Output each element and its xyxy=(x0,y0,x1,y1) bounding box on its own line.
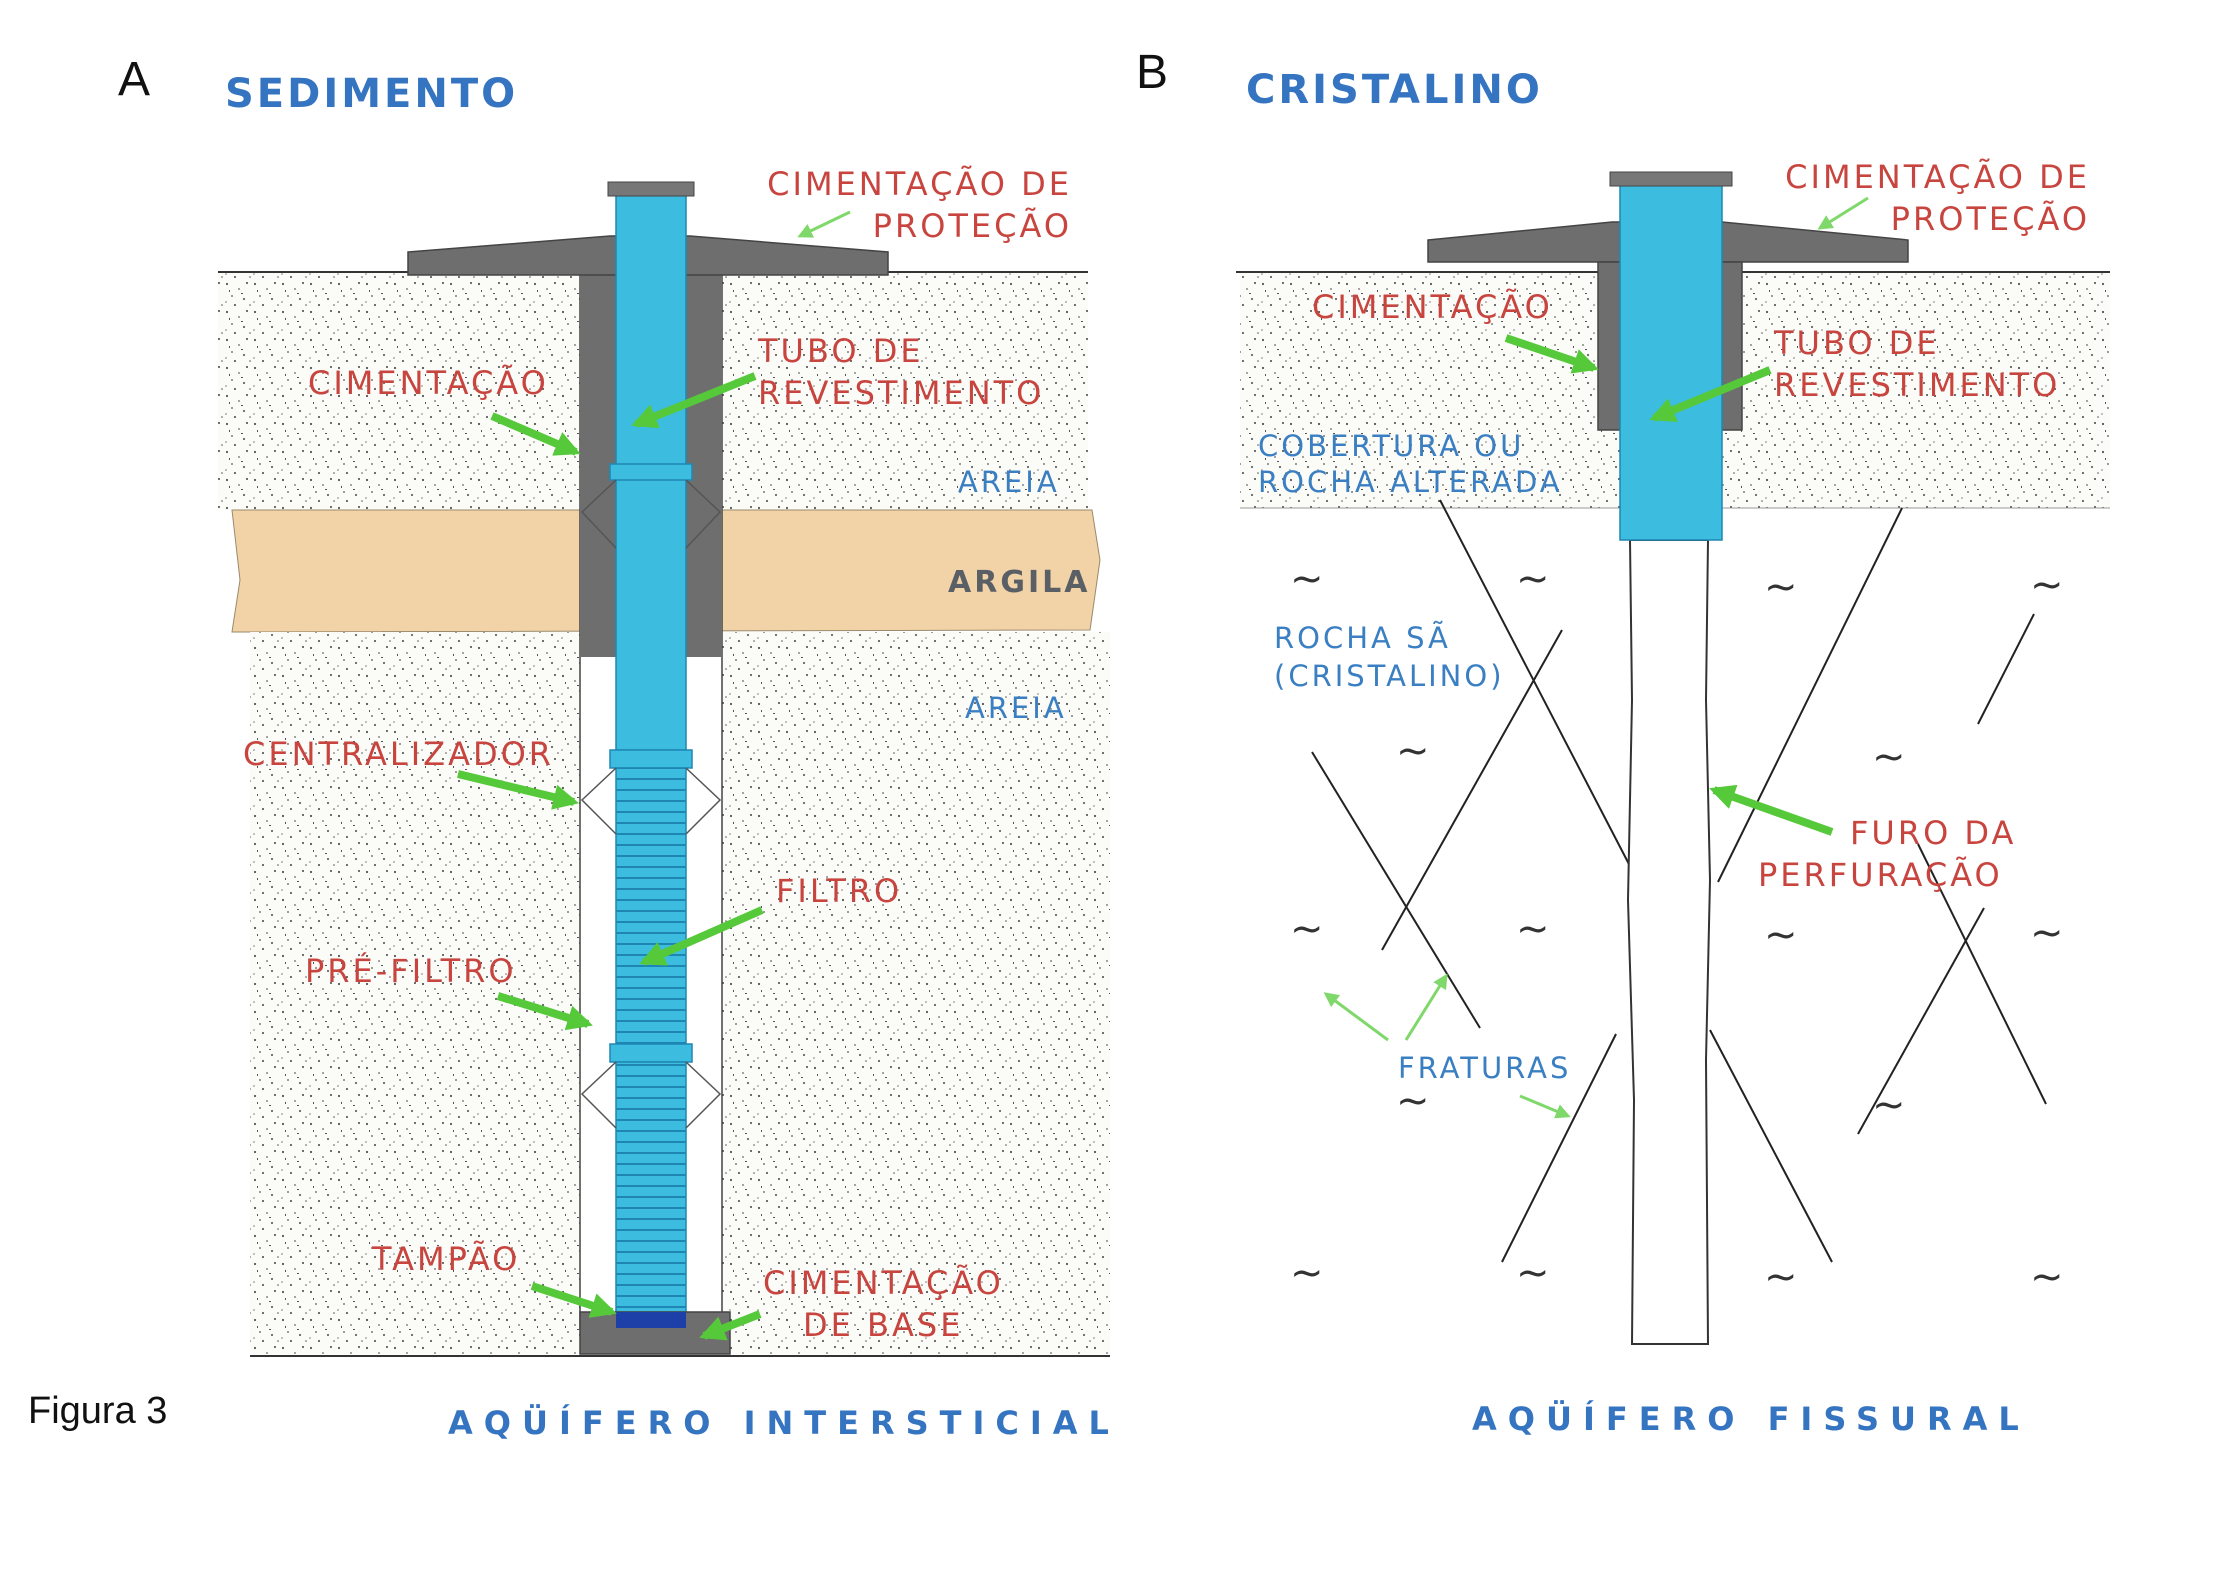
svg-text:~: ~ xyxy=(1764,1254,1798,1300)
figure-label: Figura 3 xyxy=(28,1390,167,1432)
label-tubo-revestimento-line2: REVESTIMENTO xyxy=(758,374,1044,412)
label-cobertura-line1: COBERTURA OU xyxy=(1258,429,1524,463)
panel-a-letter: A xyxy=(118,53,150,106)
svg-text:~: ~ xyxy=(1516,906,1550,952)
arrow-tampao xyxy=(530,1282,617,1318)
label-cimentacao-protecao-line1: CIMENTAÇÃO DE xyxy=(767,165,1072,203)
svg-text:~: ~ xyxy=(1396,1078,1430,1124)
label-pre-filtro: PRÉ-FILTRO xyxy=(305,952,517,990)
label-tubo-revestimento-line1: TUBO DE xyxy=(757,332,924,370)
casing-coupling xyxy=(609,749,693,769)
svg-text:~: ~ xyxy=(1872,734,1906,780)
crystalline-rock-symbols: ~ ~ ~ ~ ~ ~ ~ ~ ~ ~ ~ ~ ~ ~ ~ ~ xyxy=(1290,556,2064,1300)
arrow-fratura-2 xyxy=(1404,973,1448,1041)
label-cimentacao-base-line1: CIMENTAÇÃO xyxy=(763,1264,1004,1302)
arrow-tubo xyxy=(631,372,757,429)
label-rocha-sa-line1: ROCHA SÃ xyxy=(1274,621,1451,655)
label-cimentacao: CIMENTAÇÃO xyxy=(308,364,549,402)
filter-screen xyxy=(615,767,687,1045)
svg-text:~: ~ xyxy=(2030,910,2064,956)
arrow-fratura-3 xyxy=(1519,1094,1571,1119)
label-rocha-sa-line2: (CRISTALINO) xyxy=(1274,659,1505,693)
svg-text:~: ~ xyxy=(1290,906,1324,952)
label-filtro: FILTRO xyxy=(776,872,902,910)
label-furo-line1: FURO DA xyxy=(1850,814,2016,852)
arrow-cimentacao xyxy=(490,412,581,456)
panel-b: B CRISTALINO ~ ~ ~ xyxy=(1136,46,2110,1438)
casing-pipe-b xyxy=(1619,183,1723,541)
arrow-furo xyxy=(1709,784,1834,836)
centralizer xyxy=(580,767,722,835)
arrow-protecao xyxy=(797,210,851,238)
arrow-cimentacao-base xyxy=(699,1310,762,1341)
panel-a: A SEDIMENTO xyxy=(118,53,1120,1442)
panel-b-letter: B xyxy=(1136,46,1168,99)
svg-text:~: ~ xyxy=(1764,564,1798,610)
svg-text:~: ~ xyxy=(1396,728,1430,774)
panel-a-heading: SEDIMENTO xyxy=(225,71,518,117)
casing-cap-b xyxy=(1609,171,1733,187)
borehole xyxy=(1626,539,1712,1345)
label-cimentacao-b: CIMENTAÇÃO xyxy=(1312,288,1553,326)
fracture-lines xyxy=(1311,499,2047,1263)
casing-cap xyxy=(607,181,695,197)
svg-text:~: ~ xyxy=(1290,556,1324,602)
label-tubo-revestimento-b-line2: REVESTIMENTO xyxy=(1774,366,2060,404)
panel-a-caption: AQÜÍFERO INTERSTICIAL xyxy=(448,1404,1120,1442)
casing-coupling xyxy=(609,463,693,481)
panel-b-heading: CRISTALINO xyxy=(1246,67,1543,113)
arrow-protecao-b xyxy=(1817,196,1869,230)
label-cobertura-line2: ROCHA ALTERADA xyxy=(1258,465,1563,499)
label-cimentacao-base-line2: DE BASE xyxy=(803,1306,963,1344)
centralizer xyxy=(580,479,722,549)
label-areia-lower: AREIA xyxy=(965,691,1067,725)
arrow-tubo-b xyxy=(1649,366,1772,422)
svg-text:~: ~ xyxy=(1764,912,1798,958)
label-tubo-revestimento-b-line1: TUBO DE xyxy=(1773,324,1940,362)
label-furo-line2: PERFURAÇÃO xyxy=(1758,856,2003,894)
label-areia-upper: AREIA xyxy=(958,465,1060,499)
svg-text:~: ~ xyxy=(2030,562,2064,608)
arrow-centralizador xyxy=(457,770,579,810)
arrow-cimentacao-b xyxy=(1504,334,1599,374)
filter-screen xyxy=(615,1061,687,1313)
label-fraturas: FRATURAS xyxy=(1398,1051,1571,1085)
label-centralizador: CENTRALIZADOR xyxy=(243,735,554,773)
label-argila: ARGILA xyxy=(948,565,1090,600)
svg-text:~: ~ xyxy=(1516,1250,1550,1296)
centralizer xyxy=(580,1061,722,1129)
arrow-filtro xyxy=(639,906,764,966)
arrow-pre-filtro xyxy=(496,992,593,1031)
svg-text:~: ~ xyxy=(1872,1082,1906,1128)
label-cimentacao-protecao-b-line1: CIMENTAÇÃO DE xyxy=(1785,158,2090,196)
label-tampao: TAMPÃO xyxy=(371,1240,520,1278)
arrow-fratura-1 xyxy=(1323,992,1389,1042)
panel-b-caption: AQÜÍFERO FISSURAL xyxy=(1472,1400,2030,1438)
svg-text:~: ~ xyxy=(1290,1250,1324,1296)
label-cimentacao-protecao-b-line2: PROTEÇÃO xyxy=(1891,200,2090,238)
svg-text:~: ~ xyxy=(1516,556,1550,602)
label-cimentacao-protecao-line2: PROTEÇÃO xyxy=(873,207,1072,245)
casing-coupling xyxy=(609,1043,693,1063)
svg-text:~: ~ xyxy=(2030,1254,2064,1300)
